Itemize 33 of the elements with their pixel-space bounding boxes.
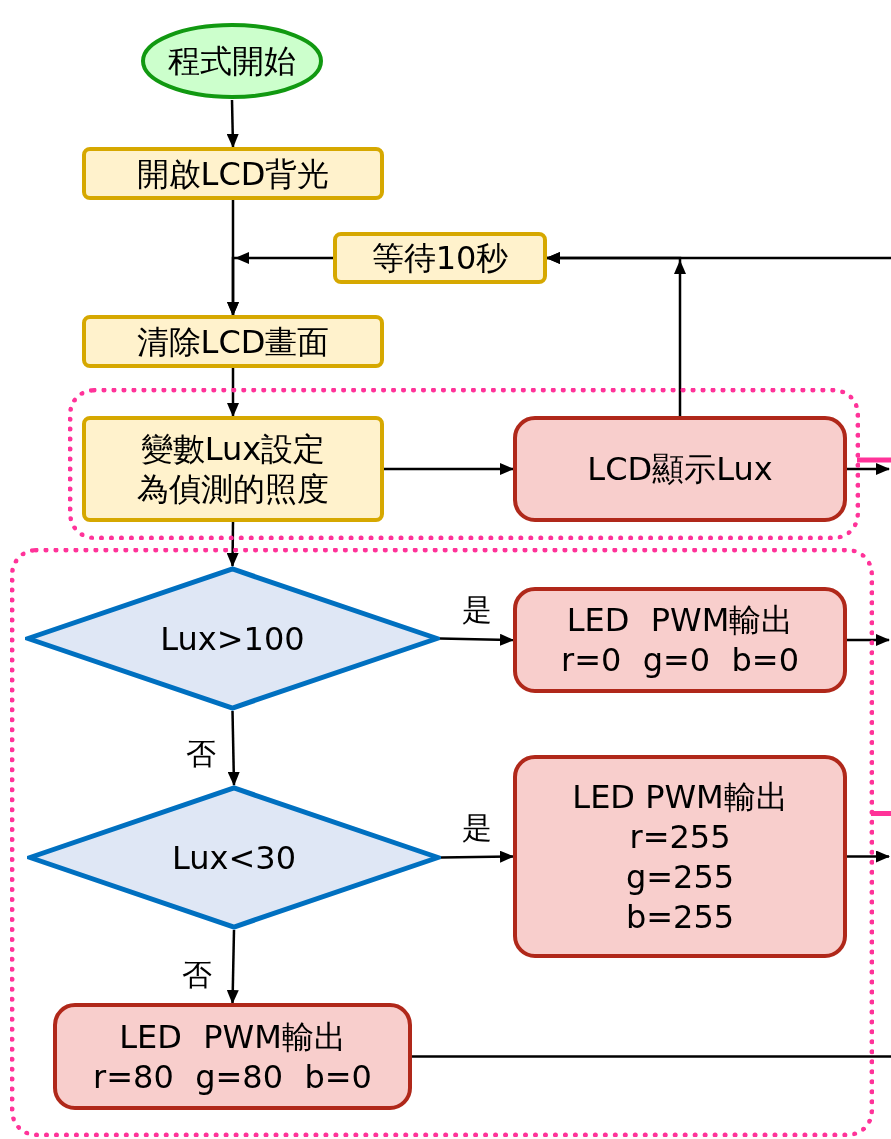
arrow [441, 850, 514, 863]
arrow [226, 522, 239, 567]
output-box: LED PWM輸出 r=0 g=0 b=0 [513, 587, 847, 693]
arrow [227, 252, 333, 316]
arrow [384, 463, 514, 475]
edge-label: 否 [181, 958, 214, 991]
process-box: 開啟LCD背光 [82, 147, 384, 200]
arrow [226, 929, 239, 1004]
process-box: 清除LCD畫面 [82, 315, 384, 368]
dotted-group-frame [10, 548, 874, 1137]
arrow [546, 252, 891, 264]
start-ellipse: 程式開始 [140, 22, 324, 100]
decision-diamond: Lux<30 [27, 785, 441, 930]
process-box: 等待10秒 [333, 232, 547, 284]
output-box: LCD顯示Lux [513, 416, 847, 522]
decision-diamond: Lux>100 [25, 566, 440, 711]
connector-line [412, 1055, 891, 1058]
process-box: 變數Lux設定為偵測的照度 [82, 416, 384, 522]
dotted-group-frame [68, 388, 860, 540]
arrow [439, 633, 514, 646]
output-box: LED PWM輸出 r=255 g=255 b=255 [513, 755, 847, 958]
arrow [847, 634, 890, 646]
connector-line [871, 811, 891, 816]
output-box: LED PWM輸出 r=80 g=80 b=0 [53, 1003, 412, 1110]
arrow [226, 99, 239, 148]
arrow [847, 463, 890, 475]
arrow [847, 850, 890, 863]
edge-label: 是 [461, 812, 493, 844]
connector-line [857, 457, 891, 463]
arrow [227, 710, 240, 786]
edge-label: 是 [460, 594, 493, 627]
edge-label: 否 [185, 738, 218, 770]
arrow [227, 368, 239, 417]
